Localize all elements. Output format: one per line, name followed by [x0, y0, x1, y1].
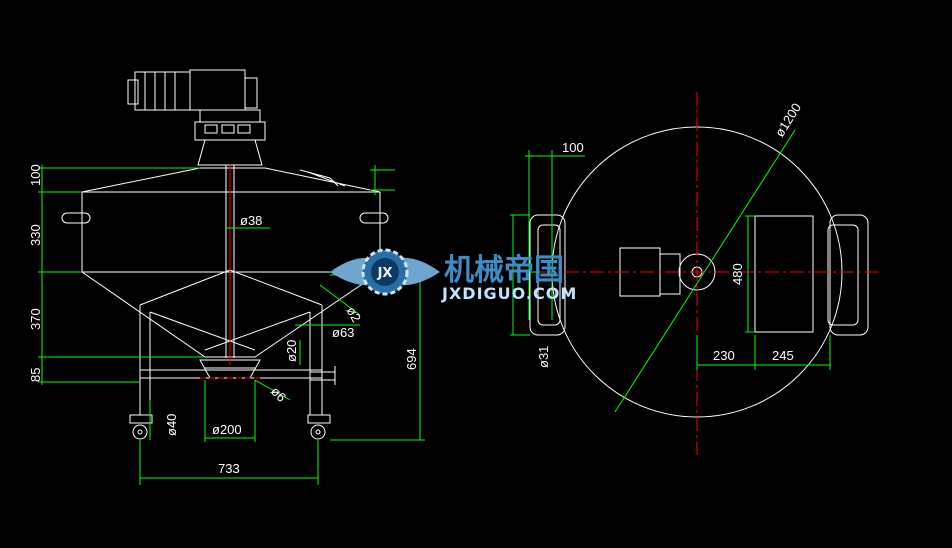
dim-angle-a: ø6 — [268, 384, 289, 405]
motor — [127, 69, 266, 166]
watermark-title: 机械帝国 — [444, 253, 564, 288]
dim-bottom-dia: ø200 — [212, 422, 242, 437]
logo-letters: JX — [377, 266, 393, 281]
dim-h-cylinder: 330 — [28, 224, 43, 246]
dim-box-height: 480 — [730, 263, 745, 285]
watermark-subtitle: JXDIGUO.COM — [441, 284, 577, 303]
front-centerlines — [200, 165, 260, 379]
watermark: JX 机械帝国 JXDIGUO.COM — [330, 248, 577, 303]
watermark-logo: JX — [330, 248, 440, 296]
dim-offset-245: 245 — [772, 348, 794, 363]
front-dimension-texts: 100 330 370 85 ø38 ø63 ø20 ø40 ø200 ø6 ø… — [28, 164, 419, 476]
dim-total-width: 733 — [218, 461, 240, 476]
dim-h-cone: 370 — [28, 308, 43, 330]
dim-shaft-dia: ø38 — [240, 213, 262, 228]
dim-outlet-dia: ø63 — [332, 325, 354, 340]
dim-wheel-dia: ø40 — [164, 414, 179, 436]
dim-offset-top: 100 — [562, 140, 584, 155]
top-view — [515, 92, 880, 455]
front-dimension-lines — [38, 165, 425, 485]
dim-offset-230: 230 — [713, 348, 735, 363]
dim-h-leg: 85 — [28, 368, 43, 382]
dim-top-shaft-dia: ø31 — [536, 346, 551, 368]
dim-angle-b: ø2 — [343, 304, 364, 325]
top-dimension-lines — [510, 129, 831, 413]
top-dimension-texts: ø1200 100 ø31 480 230 245 — [536, 100, 804, 368]
dim-h-top: 100 — [28, 164, 43, 186]
front-view — [61, 69, 389, 440]
dim-total-height: 694 — [404, 348, 419, 370]
dim-outer-dia: ø1200 — [772, 100, 804, 139]
dim-small-dia: ø20 — [284, 340, 299, 362]
